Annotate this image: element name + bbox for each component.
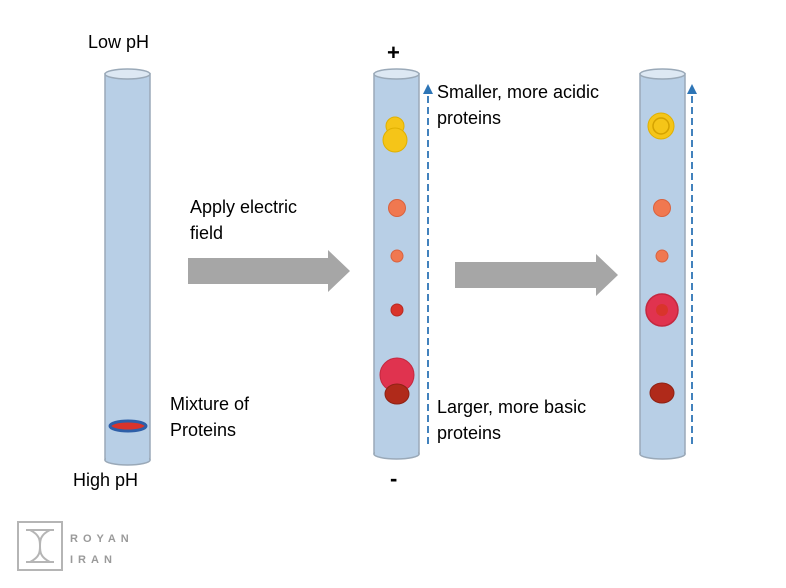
protein-yellow-lower	[382, 127, 408, 153]
low-ph-label: Low pH	[88, 32, 149, 52]
protein-yellow-focused-inner	[652, 117, 670, 135]
logo-word-royan: ROYAN	[70, 533, 134, 545]
basic-proteins-label-line1: Larger, more basic	[437, 397, 586, 417]
protein-orange-focused-large	[653, 199, 671, 217]
tube-initial	[104, 68, 151, 466]
royan-logo-icon	[17, 521, 63, 571]
protein-orange-large	[388, 199, 406, 217]
protein-dark-red	[384, 383, 410, 405]
tube-initial-body	[104, 73, 151, 461]
basic-proteins-label-line2: proteins	[437, 423, 501, 443]
tube-initial-top	[104, 68, 151, 80]
protein-orange-focused-small	[655, 249, 669, 263]
negative-electrode-sign: -	[390, 466, 397, 491]
tube-focused	[639, 68, 686, 460]
logo-word-iran: IRAN	[70, 554, 117, 566]
acidic-proteins-label-line1: Smaller, more acidic	[437, 82, 599, 102]
mixture-label-line1: Mixture of	[170, 394, 250, 414]
protein-red-small	[390, 303, 404, 317]
tube-focused-top	[639, 68, 686, 80]
protein-red-focused-core	[656, 304, 668, 316]
apply-field-label-line2: field	[190, 223, 223, 243]
right-arrow-icon-2	[455, 254, 618, 296]
tube-focusing-top	[373, 68, 420, 80]
protein-mixture-band	[108, 419, 148, 433]
tube-focusing	[373, 68, 420, 460]
up-arrow-icon	[423, 84, 433, 94]
acidic-proteins-label-line2: proteins	[437, 108, 501, 128]
protein-orange-small	[390, 249, 404, 263]
apply-field-label-line1: Apply electric	[190, 197, 297, 217]
right-arrow-icon	[188, 250, 350, 292]
high-ph-label: High pH	[73, 470, 138, 490]
mixture-label-line2: Proteins	[170, 420, 236, 440]
protein-dark-red-focused	[649, 382, 675, 404]
up-arrow-icon-2	[687, 84, 697, 94]
protein-yellow-focused	[647, 112, 675, 140]
positive-electrode-sign: +	[387, 40, 400, 65]
